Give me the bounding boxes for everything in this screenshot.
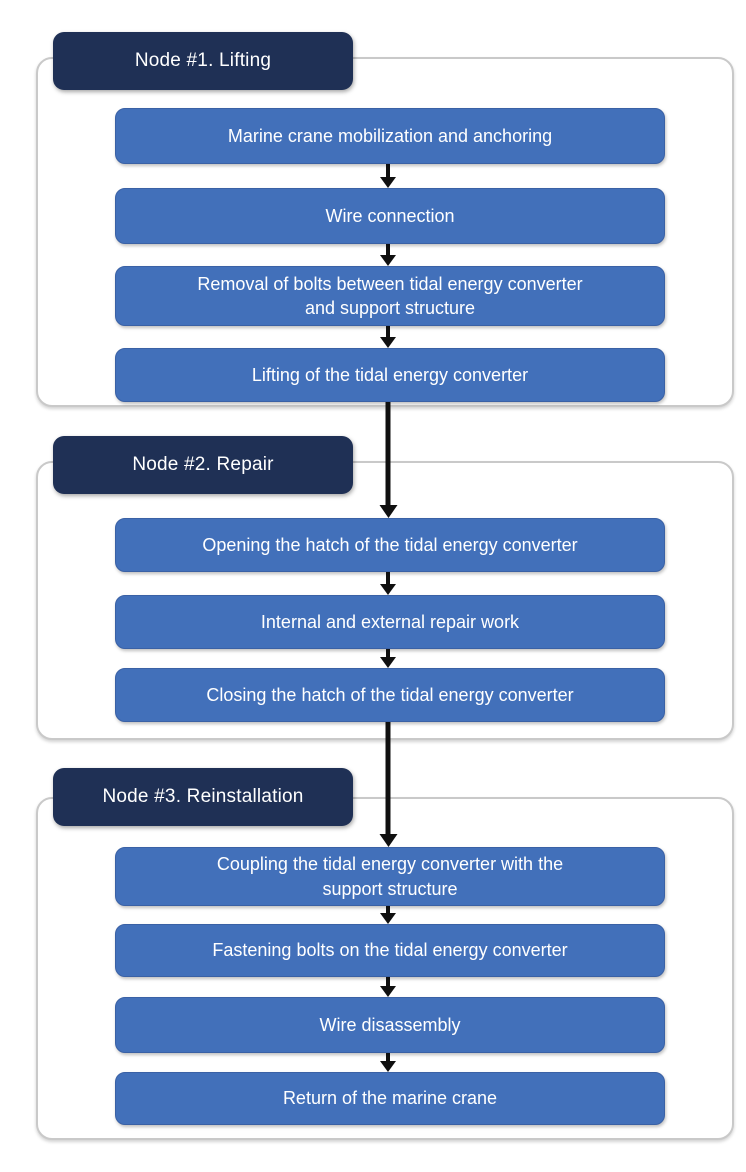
step-return-marine-crane: Return of the marine crane bbox=[115, 1072, 665, 1125]
arrow-down-connector-icon bbox=[385, 722, 391, 834]
step-closing-hatch: Closing the hatch of the tidal energy co… bbox=[115, 668, 665, 722]
arrow-down-icon bbox=[386, 906, 390, 913]
node-1-badge: Node #1. Lifting bbox=[53, 32, 353, 90]
arrow-down-icon bbox=[386, 977, 390, 986]
step-repair-work: Internal and external repair work bbox=[115, 595, 665, 649]
node-3-badge: Node #3. Reinstallation bbox=[53, 768, 353, 826]
step-fastening-bolts: Fastening bolts on the tidal energy conv… bbox=[115, 924, 665, 977]
step-removal-of-bolts: Removal of bolts between tidal energy co… bbox=[115, 266, 665, 326]
arrow-down-icon bbox=[386, 649, 390, 657]
arrow-down-icon bbox=[386, 164, 390, 177]
step-lifting-converter: Lifting of the tidal energy converter bbox=[115, 348, 665, 402]
step-opening-hatch: Opening the hatch of the tidal energy co… bbox=[115, 518, 665, 572]
step-wire-connection: Wire connection bbox=[115, 188, 665, 244]
arrow-down-icon bbox=[386, 572, 390, 584]
step-marine-crane-mobilization: Marine crane mobilization and anchoring bbox=[115, 108, 665, 164]
arrow-down-icon bbox=[386, 326, 390, 337]
step-wire-disassembly: Wire disassembly bbox=[115, 997, 665, 1053]
arrow-down-icon bbox=[386, 244, 390, 255]
step-coupling-converter: Coupling the tidal energy converter with… bbox=[115, 847, 665, 906]
node-2-badge: Node #2. Repair bbox=[53, 436, 353, 494]
arrow-down-connector-icon bbox=[385, 402, 391, 505]
arrow-down-icon bbox=[386, 1053, 390, 1061]
